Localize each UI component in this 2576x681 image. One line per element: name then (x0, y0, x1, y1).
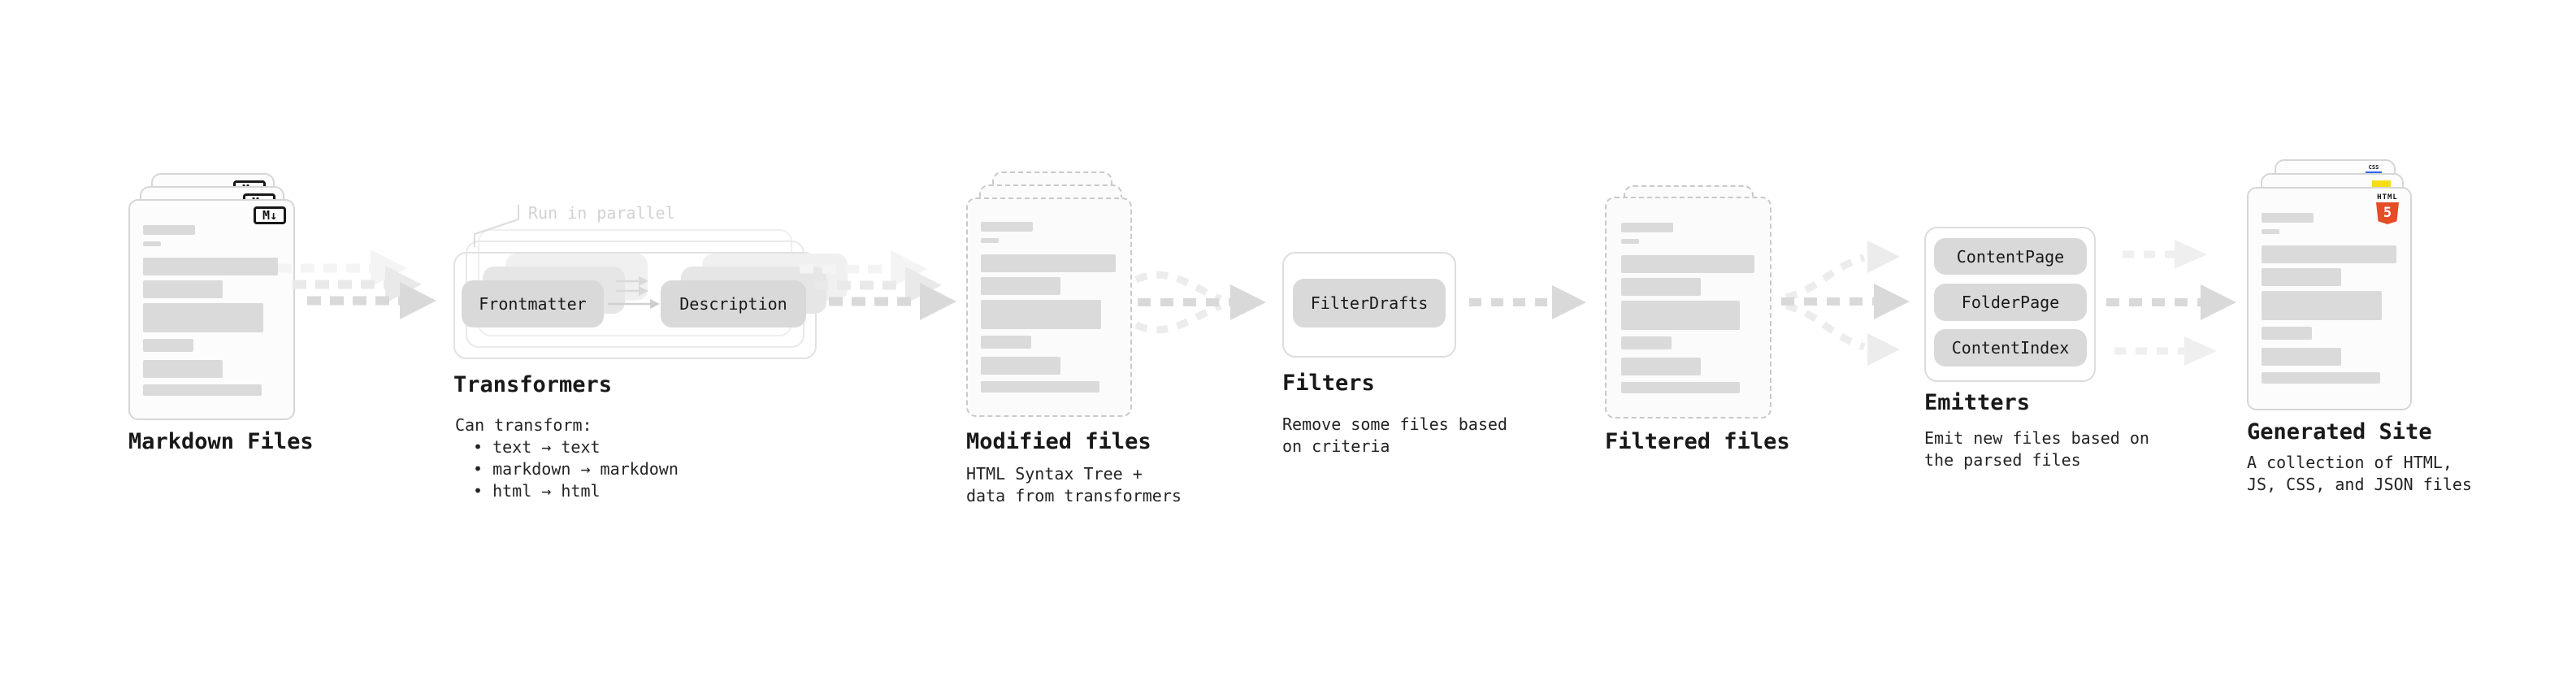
arrow-transformers-to-modified (800, 250, 956, 320)
node-label: FilterDrafts (1310, 293, 1429, 313)
text-placeholder-bar (2262, 291, 2382, 320)
transformers-bullet: • text → text (473, 437, 601, 457)
text-placeholder-bar (2262, 372, 2380, 384)
run-in-parallel-note: Run in parallel (528, 203, 675, 223)
text-placeholder-bar (143, 280, 223, 298)
text-placeholder-bar (981, 381, 1099, 393)
text-placeholder-bar (2262, 245, 2396, 263)
filtered-file-card-front (1605, 197, 1772, 419)
text-placeholder-bar (1621, 255, 1754, 273)
text-placeholder-bar (143, 384, 262, 396)
arrow-emitters-to-generated (2106, 240, 2236, 366)
text-placeholder-bar (1621, 358, 1701, 375)
modified-files-desc: HTML Syntax Tree + data from transformer… (966, 464, 1182, 505)
transformers-desc-heading: Can transform: (455, 415, 592, 435)
transformer-node-frontmatter: Frontmatter (462, 280, 604, 327)
arrow-modified-to-filters (1134, 271, 1266, 334)
text-placeholder-bar (981, 277, 1060, 295)
text-placeholder-bar (1621, 278, 1701, 296)
text-placeholder-bar (1621, 336, 1672, 349)
text-placeholder-bar (2262, 229, 2279, 234)
node-label: Description (679, 294, 787, 314)
filters-desc: Remove some files based on criteria (1282, 414, 1507, 456)
markdown-icon: M↓ (254, 206, 286, 224)
stage-label-markdown-files: Markdown Files (128, 429, 314, 454)
stage-label-filtered-files: Filtered files (1605, 429, 1790, 454)
text-placeholder-bar (2262, 348, 2341, 366)
parallel-arrows (608, 276, 660, 309)
text-placeholder-bar (981, 300, 1101, 329)
arrow-filtered-to-emitters (1781, 241, 1910, 366)
stage-label-filters: Filters (1282, 371, 1375, 396)
node-label: ContentIndex (1951, 338, 2070, 358)
text-placeholder-bar (2262, 213, 2314, 223)
stage-label-modified-files: Modified files (966, 429, 1151, 454)
text-placeholder-bar (981, 238, 999, 243)
text-placeholder-bar (1621, 223, 1673, 232)
text-placeholder-bar (1621, 239, 1639, 244)
node-label: Frontmatter (479, 294, 587, 314)
text-placeholder-bar (143, 339, 193, 352)
emitter-node-folderpage: FolderPage (1934, 284, 2087, 321)
css-icon: CSS (2366, 165, 2382, 174)
text-placeholder-bar (1621, 382, 1740, 393)
modified-file-card-front (966, 197, 1132, 417)
stage-label-generated-site: Generated Site (2247, 419, 2432, 445)
generated-site-desc: A collection of HTML, JS, CSS, and JSON … (2247, 453, 2472, 494)
text-placeholder-bar (143, 258, 278, 275)
text-placeholder-bar (981, 222, 1033, 232)
text-placeholder-bar (143, 241, 161, 246)
emitter-node-contentindex: ContentIndex (1934, 329, 2087, 367)
text-placeholder-bar (143, 303, 263, 332)
arrow-filters-to-filtered (1469, 285, 1586, 319)
text-placeholder-bar (2262, 327, 2312, 340)
text-placeholder-bar (2262, 268, 2341, 286)
emitters-desc: Emit new files based on the parsed files (1924, 428, 2149, 470)
transformers-bullet: • markdown → markdown (473, 459, 679, 479)
filter-node-filterdrafts: FilterDrafts (1293, 279, 1446, 327)
emitter-node-contentpage: ContentPage (1934, 238, 2087, 275)
transformer-node-description: Description (661, 280, 806, 327)
html5-icon: HTML 5 (2374, 193, 2401, 224)
markdown-file-card-front: M↓ (128, 199, 295, 420)
js-icon (2372, 180, 2391, 189)
text-placeholder-bar (143, 225, 195, 235)
text-placeholder-bar (981, 336, 1031, 349)
node-label: FolderPage (1961, 293, 2060, 312)
stage-label-transformers: Transformers (453, 372, 613, 397)
transformers-bullet: • html → html (473, 481, 601, 501)
arrow-markdown-to-transformers (278, 249, 436, 319)
text-placeholder-bar (981, 357, 1060, 375)
text-placeholder-bar (981, 254, 1116, 272)
generated-file-card-html: HTML 5 (2247, 187, 2412, 410)
text-placeholder-bar (143, 360, 223, 378)
node-label: ContentPage (1956, 246, 2065, 267)
stage-label-emitters: Emitters (1924, 390, 2031, 415)
run-in-parallel-callout-line (474, 205, 519, 247)
text-placeholder-bar (1621, 301, 1740, 330)
